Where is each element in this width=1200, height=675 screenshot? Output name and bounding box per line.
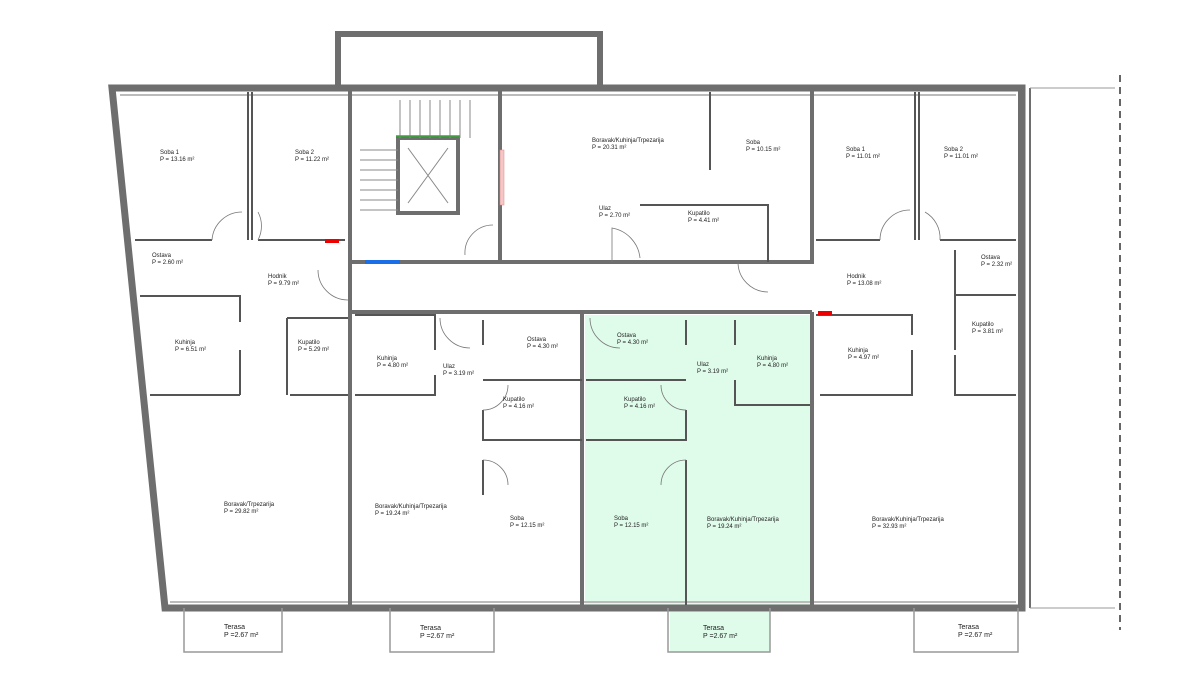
fire-marker bbox=[325, 239, 339, 243]
highlighted-apartment[interactable] bbox=[585, 315, 810, 652]
fire-marker bbox=[818, 311, 832, 315]
window-lines bbox=[120, 75, 1121, 630]
door-swings bbox=[211, 209, 941, 486]
blue-marker bbox=[365, 260, 400, 264]
staircase bbox=[360, 100, 471, 215]
terraces bbox=[183, 608, 1019, 653]
roof-protrusion bbox=[335, 31, 603, 88]
shaft bbox=[499, 149, 505, 206]
